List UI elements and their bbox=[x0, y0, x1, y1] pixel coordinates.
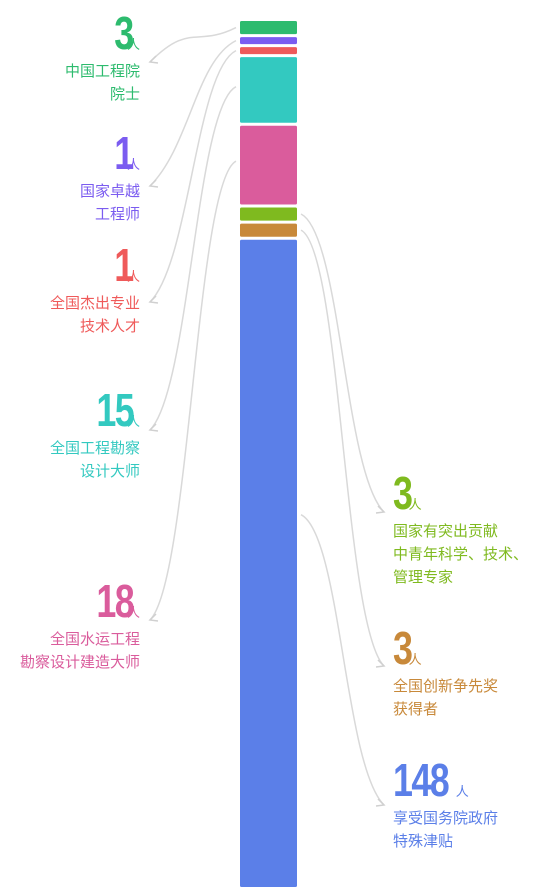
bar-segment bbox=[240, 223, 297, 237]
segment-label: 3人全国创新争先奖 获得者 bbox=[393, 625, 498, 721]
segment-value: 15 bbox=[96, 384, 134, 436]
segment-category: 国家有突出贡献 中青年科学、技术、 管理专家 bbox=[393, 522, 529, 586]
segment-category: 国家卓越 工程师 bbox=[79, 182, 140, 223]
bar-segment bbox=[240, 125, 297, 205]
connector-line bbox=[149, 85, 237, 431]
connector-arrowhead bbox=[375, 505, 386, 514]
segment-category: 全国杰出专业 技术人才 bbox=[49, 294, 140, 335]
segment-label: 1人全国杰出专业 技术人才 bbox=[50, 242, 140, 338]
connector-arrowhead bbox=[148, 613, 159, 622]
segment-category: 全国工程勘察 设计大师 bbox=[49, 439, 140, 480]
segment-unit: 人 bbox=[455, 785, 469, 800]
segment-unit: 人 bbox=[408, 498, 422, 513]
segment-label: 1人国家卓越 工程师 bbox=[80, 130, 140, 226]
connector-line bbox=[300, 514, 385, 806]
connector-arrowhead bbox=[375, 659, 386, 668]
connector-arrowhead bbox=[148, 423, 159, 432]
segment-category: 享受国务院政府 特殊津贴 bbox=[393, 809, 499, 850]
connector-line bbox=[149, 26, 237, 63]
bar-segment bbox=[240, 21, 297, 35]
segment-category: 中国工程院 院士 bbox=[64, 62, 140, 103]
connector-line bbox=[149, 49, 237, 303]
segment-value: 148 bbox=[393, 754, 450, 806]
bar-segment bbox=[240, 47, 297, 55]
segment-label: 3人国家有突出贡献 中青年科学、技术、 管理专家 bbox=[393, 470, 528, 589]
connector-arrowhead bbox=[148, 295, 159, 304]
segment-category: 全国创新争先奖 获得者 bbox=[393, 677, 499, 718]
bar-segment bbox=[240, 57, 297, 123]
connector-line bbox=[149, 39, 237, 187]
segment-value: 3 bbox=[393, 467, 413, 519]
segment-label: 148 人享受国务院政府 特殊津贴 bbox=[393, 757, 498, 853]
connector-line bbox=[300, 213, 385, 513]
bar-segment bbox=[240, 207, 297, 221]
connector-arrowhead bbox=[148, 55, 159, 64]
segment-unit: 人 bbox=[126, 158, 140, 173]
segment-unit: 人 bbox=[126, 606, 140, 621]
segment-unit: 人 bbox=[126, 270, 140, 285]
segment-value: 1 bbox=[114, 127, 135, 179]
segment-value: 1 bbox=[114, 239, 135, 291]
segment-value: 3 bbox=[393, 622, 413, 674]
connector-line bbox=[300, 229, 385, 667]
segment-value: 18 bbox=[96, 575, 134, 627]
bar-segment bbox=[240, 239, 297, 888]
segment-unit: 人 bbox=[126, 38, 140, 53]
segment-label: 15人全国工程勘察 设计大师 bbox=[50, 387, 140, 483]
segment-label: 3人中国工程院 院士 bbox=[65, 10, 140, 106]
bar-segment bbox=[240, 37, 297, 45]
segment-unit: 人 bbox=[408, 653, 422, 668]
connector-arrowhead bbox=[148, 179, 159, 188]
segment-value: 3 bbox=[114, 7, 135, 59]
connector-line bbox=[149, 160, 237, 621]
segment-category: 全国水运工程 勘察设计建造大师 bbox=[19, 630, 140, 671]
segment-unit: 人 bbox=[126, 415, 140, 430]
connector-arrowhead bbox=[375, 798, 386, 807]
segment-label: 18人全国水运工程 勘察设计建造大师 bbox=[20, 578, 140, 674]
